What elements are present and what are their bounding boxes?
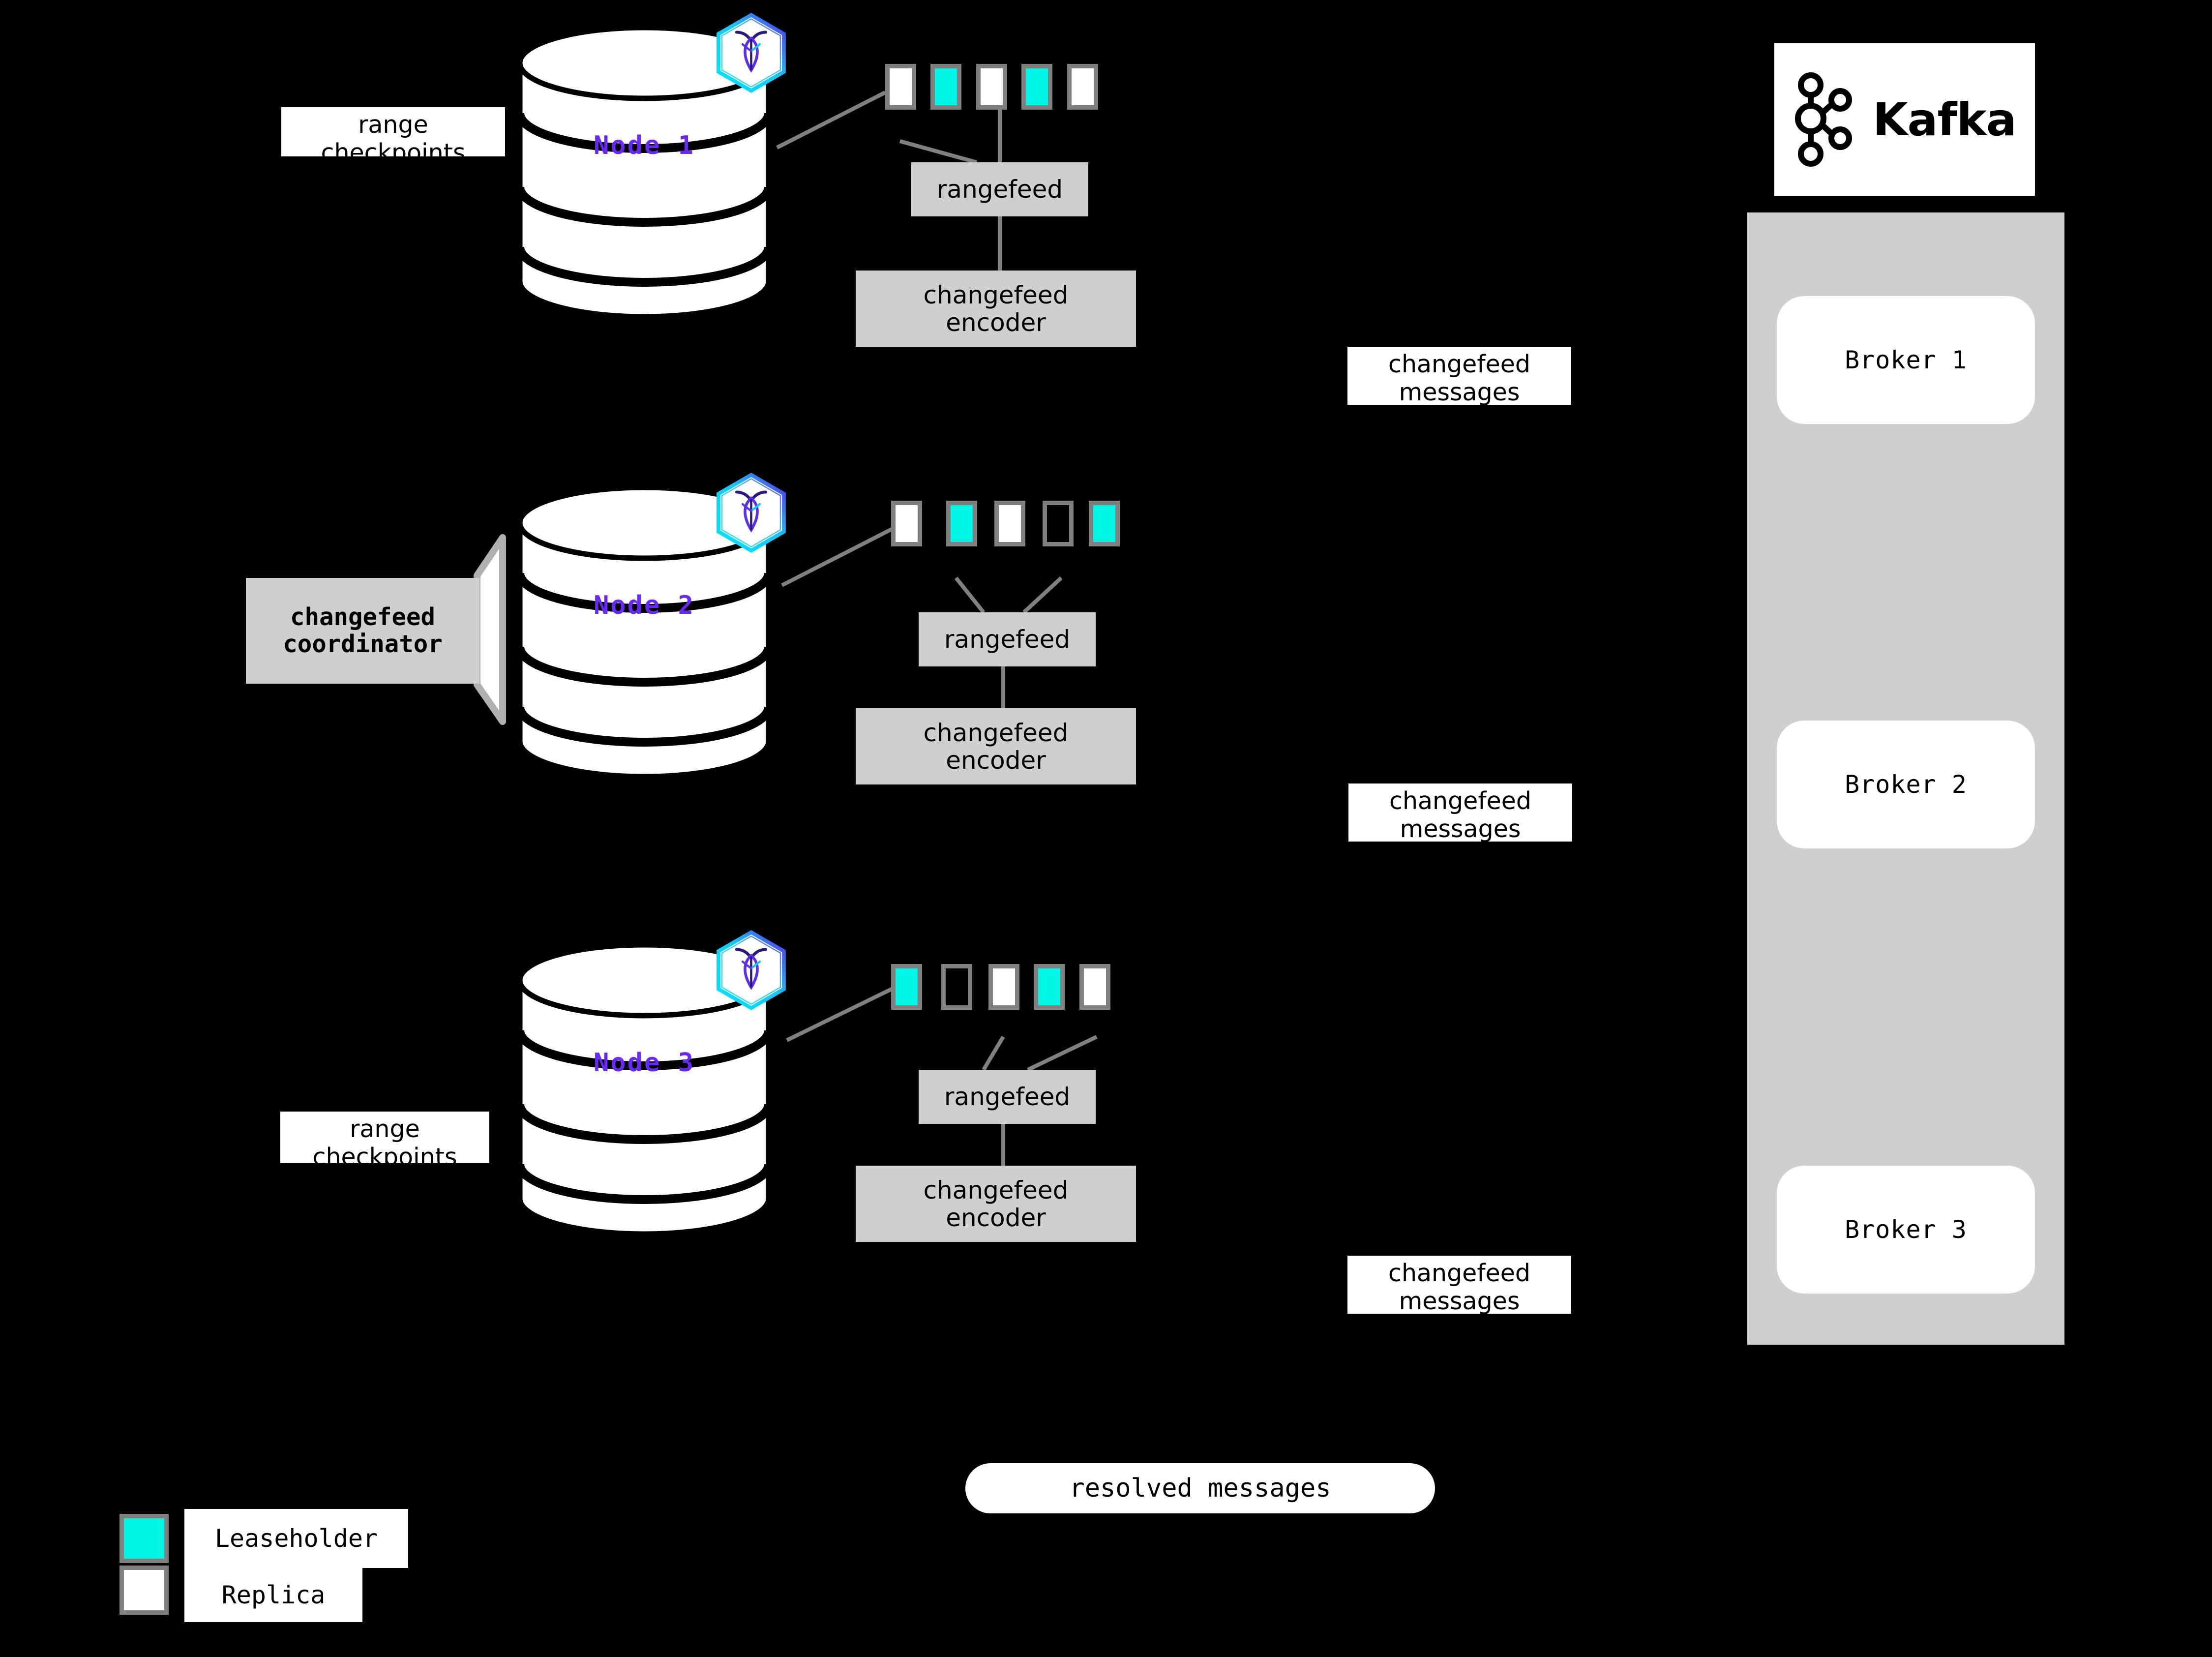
range-box[interactable] xyxy=(941,964,972,1010)
node-1-range-checkpoints-label: range checkpoints xyxy=(281,107,505,167)
changefeed-messages-text: changefeed messages xyxy=(1389,787,1531,843)
cockroachdb-hex-logo xyxy=(708,10,794,96)
kafka-logo-card: Kafka xyxy=(1774,43,2035,196)
kafka-wordmark: Kafka xyxy=(1873,93,2017,146)
node-2-changefeed-encoder[interactable]: changefeed encoder xyxy=(856,708,1136,784)
changefeed-messages-text: changefeed messages xyxy=(1388,1259,1530,1315)
node-2-rangefeed[interactable]: rangefeed xyxy=(919,612,1096,666)
range-box[interactable] xyxy=(1079,964,1110,1010)
node-3-label: Node 3 xyxy=(594,1048,695,1078)
resolved-messages-pill: resolved messages xyxy=(965,1463,1435,1513)
node-1-rangefeed[interactable]: rangefeed xyxy=(911,162,1088,216)
node-1-range-checkpoints-text: range checkpoints xyxy=(321,111,466,167)
broker-3[interactable]: Broker 3 xyxy=(1777,1166,2035,1294)
changefeed-messages-text: changefeed messages xyxy=(1388,350,1530,406)
range-box[interactable] xyxy=(976,64,1007,110)
changefeed-coordinator[interactable]: changefeed coordinator xyxy=(246,578,479,684)
range-box[interactable] xyxy=(885,64,916,110)
range-box[interactable] xyxy=(1089,501,1120,546)
range-box[interactable] xyxy=(930,64,961,110)
node-3-changefeed-encoder[interactable]: changefeed encoder xyxy=(856,1166,1136,1242)
legend-label-replica: Replica xyxy=(184,1568,362,1622)
changefeed-messages-label-1: changefeed messages xyxy=(1347,347,1571,406)
range-box[interactable] xyxy=(891,501,922,546)
node-3-range-checkpoints-label: range checkpoints xyxy=(280,1112,489,1171)
range-box[interactable] xyxy=(994,501,1025,546)
node-2-cylinder: Node 2 xyxy=(514,484,775,780)
range-box[interactable] xyxy=(988,964,1019,1010)
range-box[interactable] xyxy=(1043,501,1074,546)
broker-2[interactable]: Broker 2 xyxy=(1777,721,2035,848)
range-box[interactable] xyxy=(891,964,922,1010)
range-box[interactable] xyxy=(1034,964,1065,1010)
node-1-label: Node 1 xyxy=(594,131,695,160)
cockroachdb-hex-logo xyxy=(708,927,794,1013)
node-1-changefeed-encoder[interactable]: changefeed encoder xyxy=(856,271,1136,347)
node-2-label: Node 2 xyxy=(594,591,695,620)
kafka-broker-panel: Broker 1 Broker 2 Broker 3 xyxy=(1747,212,2064,1345)
cockroachdb-hex-logo xyxy=(708,470,794,556)
range-box[interactable] xyxy=(946,501,977,546)
legend-swatch-leaseholder xyxy=(120,1514,169,1563)
changefeed-messages-label-3: changefeed messages xyxy=(1347,1256,1571,1315)
range-box[interactable] xyxy=(1067,64,1098,110)
broker-1[interactable]: Broker 1 xyxy=(1777,296,2035,424)
legend-swatch-replica xyxy=(120,1566,169,1615)
kafka-logo xyxy=(1793,69,1862,170)
node-3-rangefeed[interactable]: rangefeed xyxy=(919,1070,1096,1124)
node-3-range-checkpoints-text: range checkpoints xyxy=(312,1115,457,1171)
changefeed-messages-label-2: changefeed messages xyxy=(1348,783,1572,843)
range-box[interactable] xyxy=(1021,64,1052,110)
legend-label-leaseholder: Leaseholder xyxy=(184,1509,408,1568)
node-1-cylinder: Node 1 xyxy=(514,25,775,320)
node-3-cylinder: Node 3 xyxy=(514,942,775,1237)
